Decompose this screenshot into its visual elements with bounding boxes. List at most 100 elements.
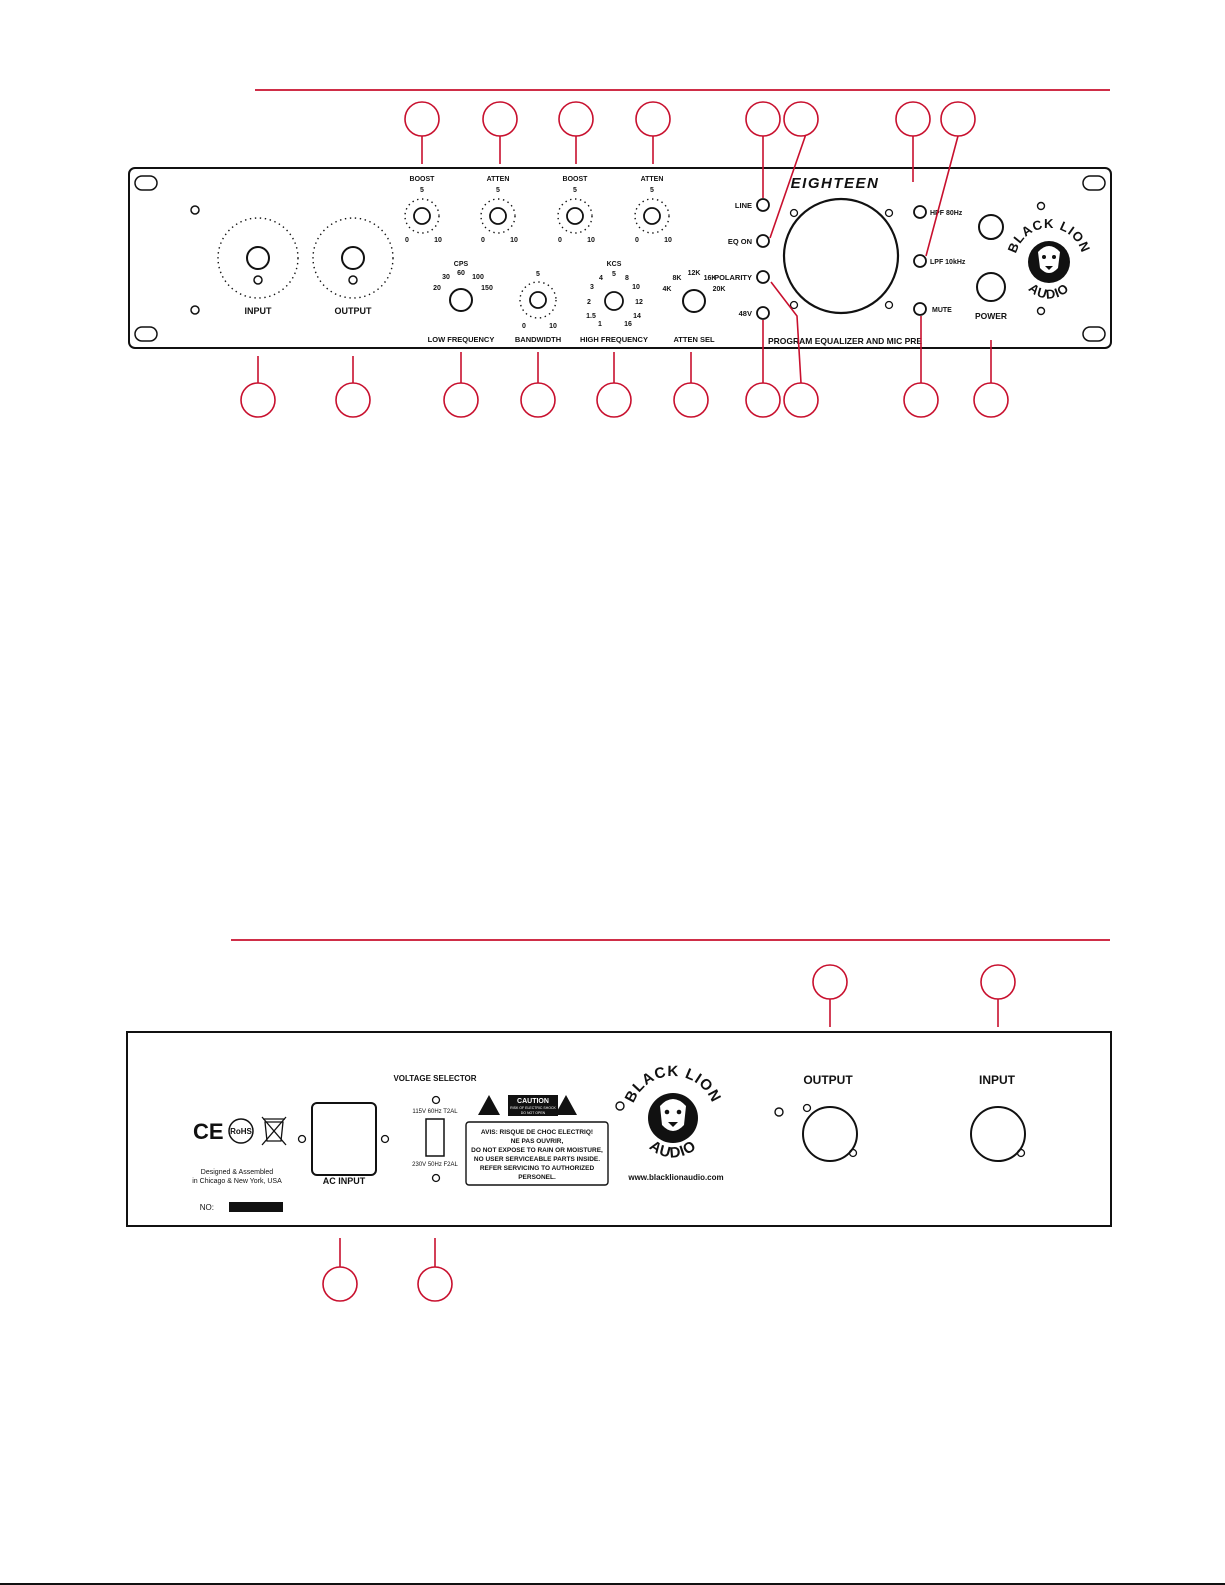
knob-icon (566, 207, 584, 225)
button-icon (756, 306, 770, 320)
screw-icon (380, 1134, 390, 1144)
knob-icon (604, 291, 624, 311)
scale-tick-label: 10 (549, 323, 557, 330)
screw-icon (297, 1134, 307, 1144)
caution-title: CAUTION (517, 1098, 549, 1105)
scale-tick-label: 0 (558, 237, 562, 244)
voltage-selector-switch[interactable]: VOLTAGE SELECTOR 115V 60Hz T2AL 230V 50H… (393, 1074, 477, 1183)
atten-sel-label: ATTEN SEL (673, 335, 715, 344)
warning-text: NE PAS OUVRIR, (511, 1138, 564, 1145)
callout-marker (417, 1266, 453, 1302)
rohs-label: RoHS (230, 1127, 252, 1136)
latch-icon (802, 1103, 812, 1113)
scale-tick-label: 0 (481, 237, 485, 244)
atten-low-knob[interactable]: ATTEN 5 0 10 (480, 176, 518, 244)
serial-label: NO: (200, 1203, 214, 1212)
scale-tick-label: 12K (688, 270, 701, 277)
screw-icon (1036, 306, 1046, 316)
scale-tick-label: 5 (612, 271, 616, 278)
designed-text-line1: Designed & Assembled (201, 1169, 273, 1176)
kcs-label: KCS (607, 261, 622, 268)
atten-sel-knob[interactable]: 4K 8K 12K 16K 20K ATTEN SEL (663, 270, 726, 344)
warning-text: PERSONEL. (518, 1174, 556, 1181)
high-frequency-knob[interactable]: KCS 1 1.5 2 3 4 5 8 10 12 14 16 HIGH FRE… (580, 261, 648, 344)
xlr-output-connector[interactable]: OUTPUT (774, 1073, 858, 1162)
rear-panel-outline (126, 1031, 1112, 1227)
ce-mark-icon: CE (193, 1119, 224, 1144)
rear-callouts (322, 964, 1016, 1302)
screw-icon (615, 1101, 625, 1111)
mute-switch[interactable]: MUTE (913, 302, 952, 316)
eq-on-switch[interactable]: EQ ON (728, 234, 770, 248)
polarity-switch[interactable]: POLARITY (714, 270, 770, 284)
high-frequency-label: HIGH FREQUENCY (580, 335, 648, 344)
rack-slot-tr (1082, 175, 1106, 191)
callout-marker (240, 382, 276, 418)
scale-tick-label: 150 (481, 285, 493, 292)
screw-icon (774, 1107, 784, 1117)
screw-icon (884, 300, 894, 310)
knob-icon (529, 291, 547, 309)
output-label: OUTPUT (803, 1073, 853, 1087)
button-icon (913, 302, 927, 316)
latch-icon (848, 1148, 858, 1158)
callout-marker (558, 101, 594, 137)
input-knob[interactable]: INPUT (217, 217, 299, 316)
scale-tick-label: 20 (433, 285, 441, 292)
atten-high-label: ATTEN (641, 176, 664, 183)
scale-tick-label: 14 (633, 313, 641, 320)
brand-title: EIGHTEEN (791, 175, 880, 192)
scale-tick-label: 16K (704, 275, 717, 282)
scale-tick-label: 60 (457, 270, 465, 277)
callout-marker (812, 964, 848, 1000)
screw-icon (190, 205, 200, 215)
designed-text-line2: in Chicago & New York, USA (192, 1178, 282, 1185)
hpf-switch-label: HPF 80Hz (930, 210, 963, 217)
power-button[interactable]: POWER (975, 272, 1007, 321)
scale-tick-label: 0 (635, 237, 639, 244)
screw-icon (884, 208, 894, 218)
screw-icon (431, 1173, 441, 1183)
boost-high-knob[interactable]: BOOST 5 0 10 (557, 176, 595, 244)
ac-input-socket[interactable]: AC INPUT (297, 1102, 390, 1186)
input-knob-label: INPUT (245, 306, 273, 316)
output-knob[interactable]: OUTPUT (312, 217, 394, 316)
xlr-input-connector[interactable]: INPUT (970, 1073, 1026, 1162)
button-icon (913, 254, 927, 268)
warning-box (465, 1121, 609, 1186)
scale-tick-label: 10 (434, 237, 442, 244)
bandwidth-knob[interactable]: 5 0 10 BANDWIDTH (515, 271, 561, 344)
scale-tick-label: 1.5 (586, 313, 596, 320)
boost-low-knob[interactable]: BOOST 5 0 10 (404, 176, 442, 244)
rack-slot-bl (134, 326, 158, 342)
hpf-switch[interactable]: HPF 80Hz (913, 205, 963, 219)
phantom-48v-switch[interactable]: 48V (739, 306, 770, 320)
callout-marker (973, 382, 1009, 418)
v230-label: 230V 50Hz F2AL (412, 1162, 458, 1168)
xlr-icon (802, 1106, 858, 1162)
knob-icon (682, 289, 706, 313)
screw-icon (789, 300, 799, 310)
boost-high-label: BOOST (563, 176, 589, 183)
atten-low-label: ATTEN (487, 176, 510, 183)
slide-switch-icon (425, 1118, 445, 1157)
line-switch[interactable]: LINE (735, 198, 770, 212)
callout-marker (980, 964, 1016, 1000)
scale-tick-label: 8 (625, 275, 629, 282)
weee-bin-icon (261, 1116, 287, 1146)
atten-high-knob[interactable]: ATTEN 5 0 10 (634, 176, 672, 244)
scale-tick-label: 0 (405, 237, 409, 244)
line-switch-label: LINE (735, 201, 752, 210)
lpf-switch[interactable]: LPF 10kHz (913, 254, 966, 268)
scale-tick-label: 10 (587, 237, 595, 244)
polarity-switch-label: POLARITY (714, 273, 752, 282)
output-knob-scale (312, 217, 394, 299)
warning-text: AVIS: RISQUE DE CHOC ELECTRIQ! (481, 1129, 593, 1136)
knob-scale (519, 281, 557, 319)
knob-icon (246, 246, 270, 270)
scale-tick-label: 16 (624, 321, 632, 328)
low-frequency-knob[interactable]: CPS 20 30 60 100 150 LOW FREQUENCY (428, 261, 495, 344)
callout-marker (322, 1266, 358, 1302)
knob-icon (341, 246, 365, 270)
